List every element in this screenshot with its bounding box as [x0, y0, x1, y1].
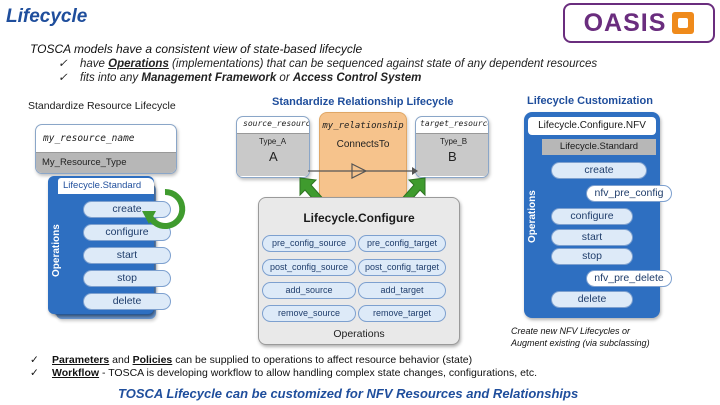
configure-interface-label: Lifecycle.Configure — [303, 211, 415, 225]
op-nfv-pre-config: nfv_pre_config — [586, 185, 672, 202]
oasis-logo-text: OASIS — [583, 8, 667, 37]
target-label: target_resource — [420, 119, 489, 128]
op-delete: delete — [83, 293, 171, 310]
op-nfv-configure: configure — [551, 208, 633, 225]
op-nfv-pre-delete: nfv_pre_delete — [586, 270, 672, 287]
intro-bullet-1: ✓have Operations (implementations) that … — [58, 58, 598, 70]
op-add-target: add_target — [358, 282, 446, 299]
middle-operations-label: Operations — [333, 328, 385, 340]
op-configure: configure — [83, 224, 171, 241]
relationship-label: my_relationship — [322, 121, 404, 131]
middle-section-title: Standardize Relationship Lifecycle — [272, 96, 454, 108]
check-icon: ✓ — [58, 58, 68, 70]
op-pre-config-source: pre_config_source — [262, 235, 356, 252]
nfv-configure-label: Lifecycle.Configure.NFV — [528, 117, 656, 135]
resource-type: My_Resource_Type — [36, 152, 176, 173]
target-node: target_resource Type_B B — [415, 116, 489, 178]
connects-to-arrow-icon — [308, 163, 418, 179]
resource-lifecycle-card: Lifecycle.Standard Operations — [48, 176, 154, 314]
check-icon: ✓ — [30, 354, 39, 366]
oasis-logo: OASIS — [563, 3, 715, 43]
check-icon: ✓ — [30, 367, 39, 379]
op-stop: stop — [83, 270, 171, 287]
resource-name: my_resource_name — [43, 133, 135, 144]
intro-heading: TOSCA models have a consistent view of s… — [30, 42, 363, 56]
bottom-bullet-1: ✓Parameters and Policies can be supplied… — [30, 354, 473, 366]
intro-bullet-2: ✓fits into any Management Framework or A… — [58, 72, 422, 84]
op-post-config-source: post_config_source — [262, 259, 356, 276]
check-icon: ✓ — [58, 72, 68, 84]
op-pre-config-target: pre_config_target — [358, 235, 446, 252]
nfv-standard-label: Lifecycle.Standard — [542, 139, 656, 155]
op-post-config-target: post_config_target — [358, 259, 446, 276]
bottom-bullet-2: ✓Workflow - TOSCA is developing workflow… — [30, 367, 537, 379]
lifecycle-standard-label: Lifecycle.Standard — [58, 178, 154, 194]
op-start: start — [83, 247, 171, 264]
cycle-arrow-icon — [142, 188, 186, 229]
op-remove-source: remove_source — [262, 305, 356, 322]
operations-label: Operations — [51, 224, 62, 278]
op-nfv-create: create — [551, 162, 647, 179]
connects-to-label: ConnectsTo — [336, 139, 390, 150]
right-operations-label: Operations — [527, 190, 538, 244]
source-type: Type_A — [259, 137, 287, 146]
op-remove-target: remove_target — [358, 305, 446, 322]
target-letter: B — [448, 149, 457, 164]
target-type-band: Type_B B — [416, 133, 488, 176]
source-letter: A — [269, 149, 278, 164]
resource-node: my_resource_name My_Resource_Type — [35, 124, 177, 174]
op-add-source: add_source — [262, 282, 356, 299]
source-node: source_resource Type_A A — [236, 116, 310, 178]
left-section-title: Standardize Resource Lifecycle — [28, 100, 176, 112]
right-section-title: Lifecycle Customization — [527, 95, 653, 107]
source-type-band: Type_A A — [237, 133, 309, 176]
page-title: Lifecycle — [6, 6, 88, 27]
target-type: Type_B — [440, 137, 468, 146]
oasis-logo-icon — [672, 12, 695, 34]
op-nfv-start: start — [551, 229, 633, 246]
footer-caption: TOSCA Lifecycle can be customized for NF… — [118, 386, 579, 401]
op-nfv-delete: delete — [551, 291, 633, 308]
customization-note: Create new NFV Lifecycles or Augment exi… — [511, 326, 650, 348]
op-nfv-stop: stop — [551, 248, 633, 265]
source-label: source_resource — [243, 119, 310, 128]
